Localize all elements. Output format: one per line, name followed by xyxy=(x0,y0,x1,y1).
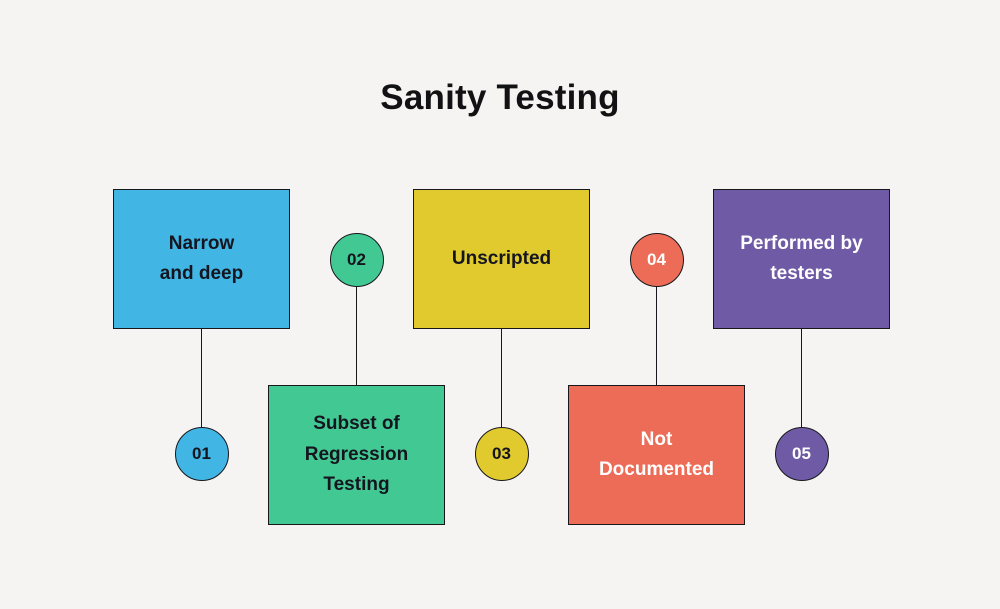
number-badge-04: 04 xyxy=(629,233,684,287)
diagram-item-5: Performed by testers 05 xyxy=(713,189,890,525)
number-badge-05: 05 xyxy=(774,427,829,481)
page-title: Sanity Testing xyxy=(380,78,620,117)
feature-box-not-documented: Not Documented xyxy=(568,385,745,525)
diagram-item-1: Narrow and deep 01 xyxy=(113,189,290,525)
number-badge-01: 01 xyxy=(174,427,229,481)
diagram-item-3: Unscripted 03 xyxy=(413,189,590,525)
connector-line xyxy=(500,329,503,427)
connector-line xyxy=(200,329,203,427)
feature-box-performed-by-testers: Performed by testers xyxy=(713,189,890,329)
number-badge-03: 03 xyxy=(474,427,529,481)
feature-box-unscripted: Unscripted xyxy=(413,189,590,329)
connector-line xyxy=(355,287,358,385)
connector-line xyxy=(800,329,803,427)
number-badge-02: 02 xyxy=(329,233,384,287)
connector-line xyxy=(655,287,658,385)
feature-box-subset-of-regression-testing: Subset of Regression Testing xyxy=(268,385,445,525)
diagram-item-4: 04 Not Documented xyxy=(568,189,745,525)
feature-box-narrow-and-deep: Narrow and deep xyxy=(113,189,290,329)
diagram-item-2: 02 Subset of Regression Testing xyxy=(268,189,445,525)
